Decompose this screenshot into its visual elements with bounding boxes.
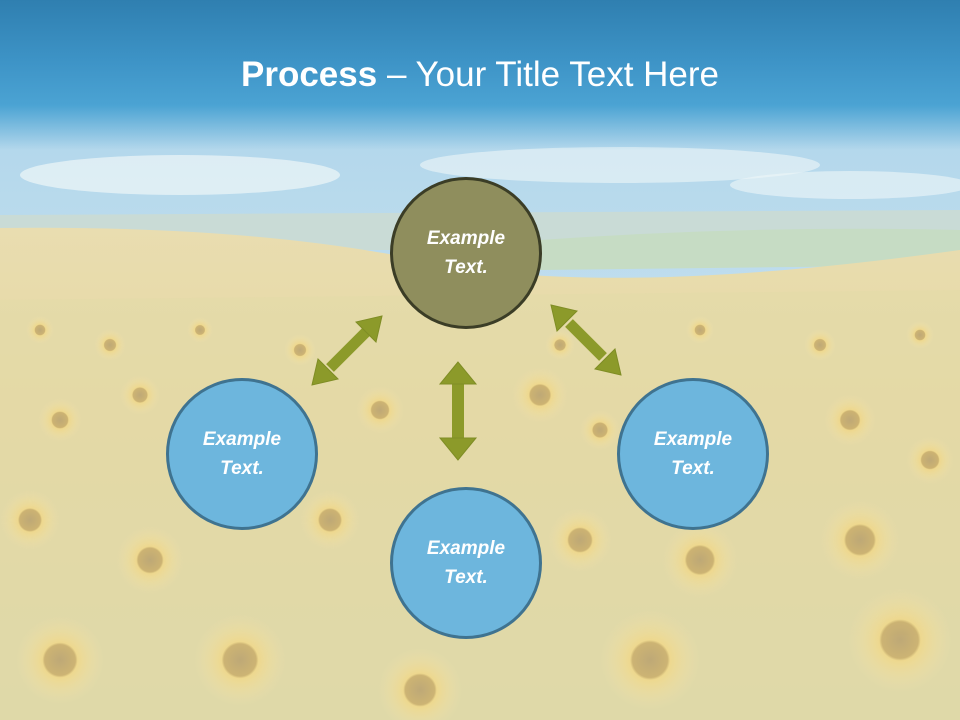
right-node: Example Text.	[617, 378, 769, 530]
left-node: Example Text.	[166, 378, 318, 530]
slide-title-rest: – Your Title Text Here	[377, 55, 719, 94]
bottom-node-label: Example Text.	[426, 538, 506, 588]
center-node-label: Example Text.	[426, 228, 506, 278]
title-bar	[0, 0, 960, 150]
arrow-center-right	[550, 304, 622, 376]
slide-title: Process – Your Title Text Here	[0, 50, 960, 100]
slide-title-bold: Process	[241, 55, 378, 94]
arrow-center-bottom	[438, 361, 478, 461]
center-node: Example Text.	[390, 177, 542, 329]
left-node-label: Example Text.	[202, 429, 282, 479]
right-node-label: Example Text.	[653, 429, 733, 479]
bottom-node: Example Text.	[390, 487, 542, 639]
arrow-center-left	[311, 315, 383, 386]
